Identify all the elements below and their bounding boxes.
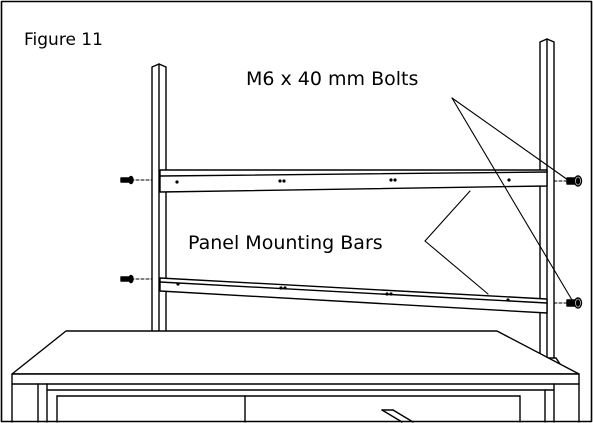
right-upper-bolt (553, 175, 583, 187)
left-lower-screw (120, 274, 153, 284)
bolt-leader-lines (451, 97, 573, 301)
bar-leader-lines (424, 190, 489, 295)
workbench-base (37, 383, 555, 423)
mounting-bars-callout-label: Panel Mounting Bars (188, 232, 383, 254)
figure-title: Figure 11 (24, 30, 103, 50)
upper-mounting-bar (159, 169, 548, 193)
workbench-top (11, 330, 580, 423)
bolts-callout-label: M6 x 40 mm Bolts (246, 68, 419, 90)
right-lower-bolt (553, 297, 583, 309)
left-upright-post (140, 63, 169, 343)
left-upper-screw (120, 175, 153, 185)
lower-mounting-bar (159, 277, 548, 314)
right-upright-post (535, 38, 561, 365)
